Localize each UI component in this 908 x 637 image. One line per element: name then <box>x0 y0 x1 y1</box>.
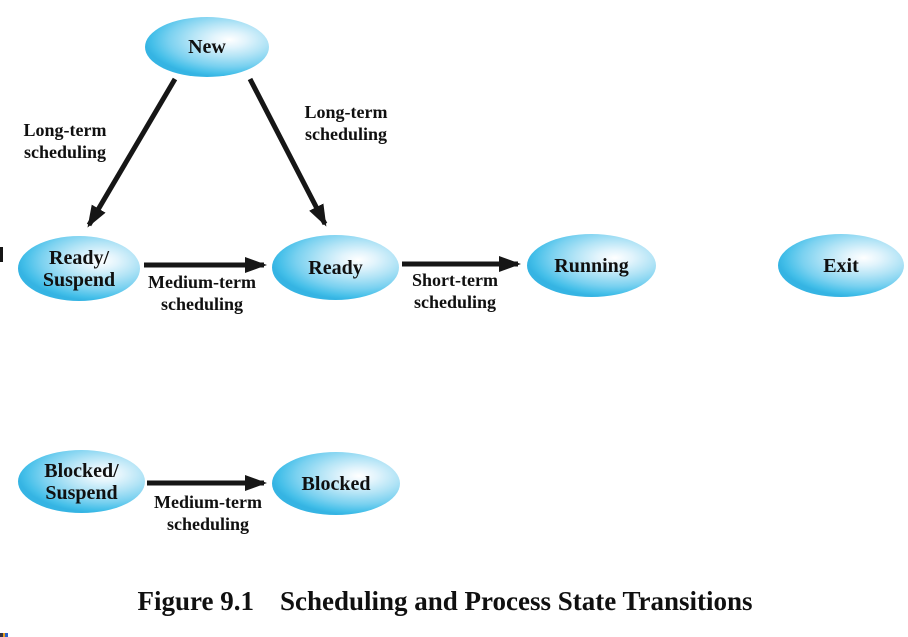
state-label: Suspend <box>45 481 118 504</box>
state-blocked-suspend: Blocked/ Suspend <box>18 450 145 513</box>
state-label: Ready <box>308 256 363 279</box>
label-line: scheduling <box>23 142 107 162</box>
state-blocked: Blocked <box>272 452 400 515</box>
label-line: scheduling <box>160 294 244 314</box>
state-label: New <box>188 36 226 58</box>
scan-artifact-corner-1 <box>0 633 3 637</box>
state-label: Suspend <box>42 268 116 291</box>
label-line: Long-term <box>23 120 107 140</box>
label-line: scheduling <box>166 514 250 534</box>
state-exit: Exit <box>778 234 904 297</box>
state-ready-suspend: Ready/ Suspend <box>18 236 140 301</box>
figure-number: Figure 9.1 <box>137 586 254 616</box>
label-medium-term-scheduling-middle: Medium-term scheduling <box>132 271 272 315</box>
label-line: Long-term <box>304 102 388 122</box>
scan-artifact-corner-3 <box>5 633 8 637</box>
figure-title: Scheduling and Process State Transitions <box>279 586 753 616</box>
label-line: scheduling <box>413 292 497 312</box>
label-medium-term-scheduling-bottom: Medium-term scheduling <box>138 491 278 535</box>
state-label: Ready/ <box>49 246 109 269</box>
scan-artifact-corner-2 <box>3 633 5 637</box>
scan-artifact-left-edge <box>0 247 3 262</box>
label-line: scheduling <box>304 124 388 144</box>
state-label: Exit <box>823 254 859 277</box>
label-long-term-scheduling-right: Long-term scheduling <box>276 101 416 145</box>
state-running: Running <box>527 234 656 297</box>
label-short-term-scheduling: Short-term scheduling <box>385 269 525 313</box>
state-label: Running <box>554 254 629 277</box>
state-ready: Ready <box>272 235 399 300</box>
state-new: New <box>145 17 269 77</box>
label-line: Medium-term <box>154 492 262 512</box>
figure-caption: Figure 9.1 Scheduling and Process State T… <box>0 584 890 618</box>
label-line: Medium-term <box>148 272 256 292</box>
label-long-term-scheduling-left: Long-term scheduling <box>0 119 130 163</box>
label-line: Short-term <box>412 270 498 290</box>
state-label: Blocked <box>301 472 371 495</box>
state-label: Blocked/ <box>44 459 119 482</box>
